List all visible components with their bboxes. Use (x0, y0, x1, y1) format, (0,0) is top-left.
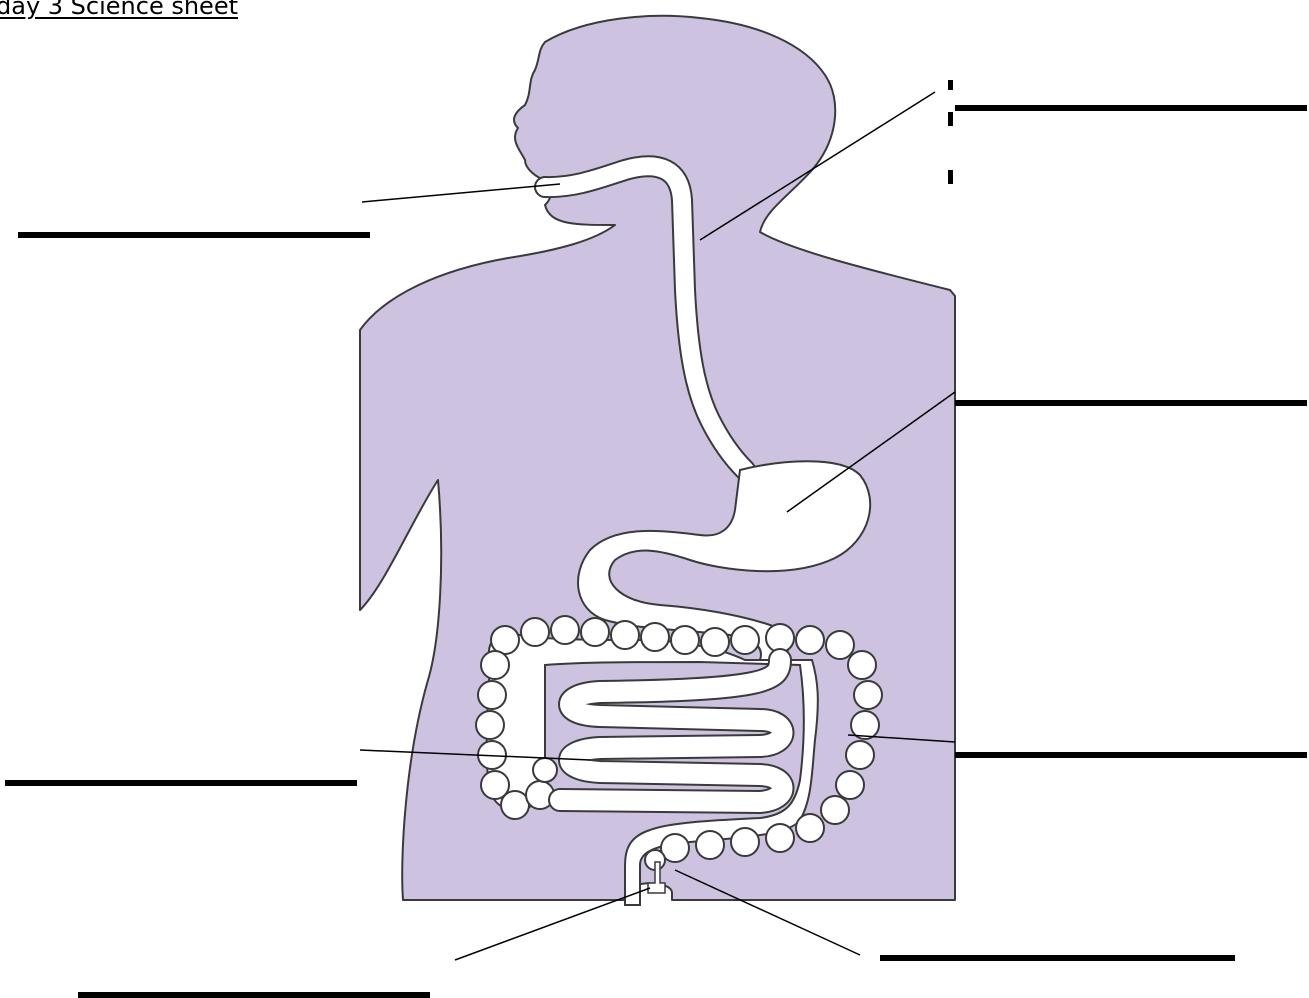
answer-line-stomach[interactable] (955, 400, 1307, 406)
cropped-text-fragments (948, 80, 953, 184)
answer-line-anus[interactable] (78, 992, 430, 998)
leader-line-mouth (362, 184, 560, 202)
answer-line-oesophagus[interactable] (955, 105, 1307, 111)
answer-line-large-intestine[interactable] (955, 752, 1307, 758)
answer-line-rectum[interactable] (880, 955, 1235, 961)
answer-line-small-intestine[interactable] (5, 780, 357, 786)
answer-line-mouth[interactable] (18, 232, 370, 238)
